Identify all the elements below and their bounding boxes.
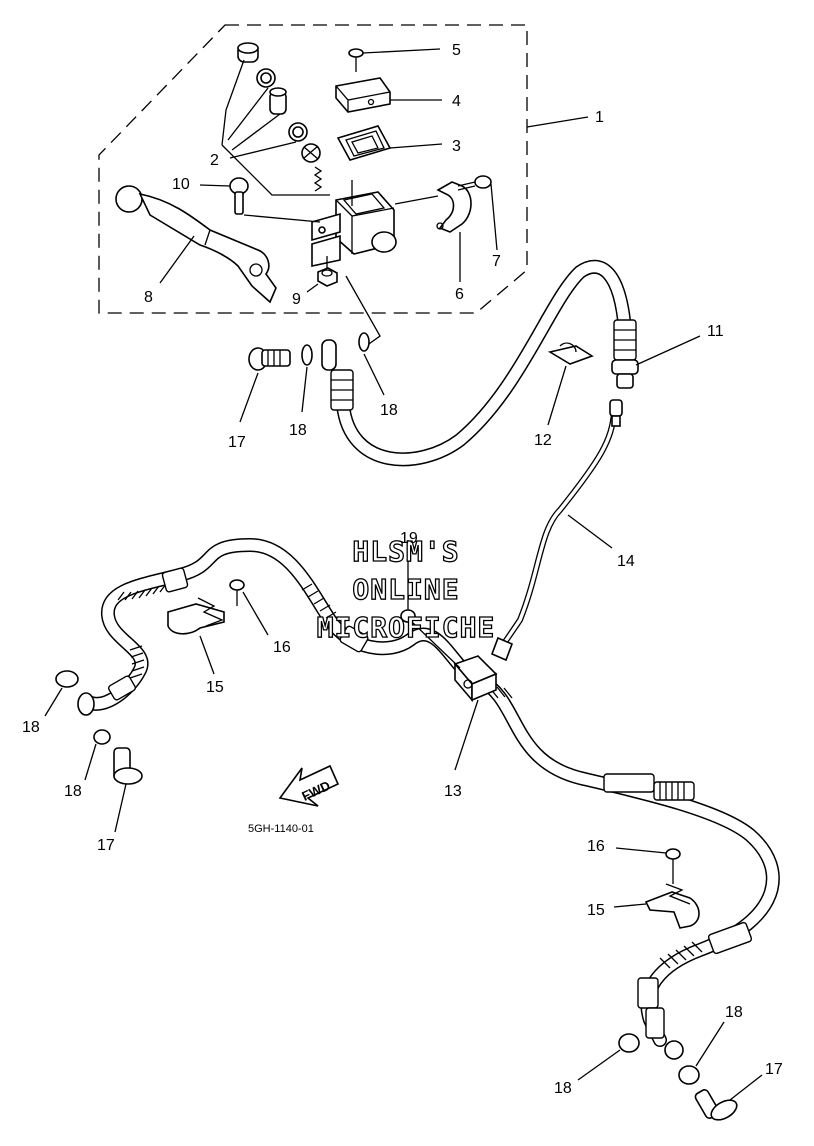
hose-clamp-right bbox=[613, 883, 700, 929]
callout-15-right: 15 bbox=[587, 902, 605, 919]
brake-lever bbox=[115, 185, 277, 304]
three-way-joint bbox=[453, 655, 498, 771]
callout-11: 11 bbox=[707, 323, 724, 340]
callout-18-upper-a: 18 bbox=[289, 422, 307, 439]
callout-8: 8 bbox=[144, 289, 153, 306]
callout-18-left-b: 18 bbox=[64, 783, 82, 800]
callout-7: 7 bbox=[492, 253, 501, 270]
callout-13: 13 bbox=[444, 783, 462, 800]
assembly-boundary bbox=[98, 24, 528, 314]
callout-18-right-b: 18 bbox=[725, 1004, 743, 1021]
callout-15-left: 15 bbox=[206, 679, 224, 696]
joint-bolt bbox=[400, 540, 461, 669]
callout-5: 5 bbox=[452, 42, 461, 59]
forward-arrow: FWD bbox=[278, 764, 340, 807]
callout-17-right: 17 bbox=[765, 1061, 783, 1078]
callout-2: 2 bbox=[210, 152, 219, 169]
handlebar-holder bbox=[394, 181, 472, 282]
callout-17-upper: 17 bbox=[228, 434, 246, 451]
clamp-bolt-right bbox=[615, 847, 681, 884]
callout-17-left: 17 bbox=[97, 837, 115, 854]
holder-bolt bbox=[457, 175, 498, 251]
callout-16-right: 16 bbox=[587, 838, 605, 855]
hose-sleeves bbox=[108, 567, 753, 1039]
callout-9: 9 bbox=[292, 291, 301, 308]
callout-12: 12 bbox=[534, 432, 552, 449]
upper-hose-fitting bbox=[321, 319, 639, 411]
watermark: HLSM'S ONLINE MICROFICHE bbox=[316, 534, 496, 644]
callout-1: 1 bbox=[595, 109, 604, 126]
washer bbox=[301, 344, 313, 366]
callout-3: 3 bbox=[452, 138, 461, 155]
pipe-fitting-top bbox=[609, 399, 623, 427]
callout-10: 10 bbox=[172, 176, 190, 193]
diagram-code: 5GH-1140-01 bbox=[248, 823, 314, 835]
callout-14: 14 bbox=[617, 553, 635, 570]
washer bbox=[358, 332, 370, 352]
watermark-line-2: ONLINE bbox=[352, 573, 459, 606]
lever-nut bbox=[306, 256, 338, 293]
hose-clip bbox=[547, 342, 594, 426]
watermark-line-1: HLSM'S bbox=[352, 535, 459, 568]
piston-kit bbox=[221, 42, 330, 196]
banjo-left bbox=[44, 670, 143, 833]
screw bbox=[348, 48, 441, 72]
callout-4: 4 bbox=[452, 93, 461, 110]
callout-16-left: 16 bbox=[273, 639, 291, 656]
master-cylinder-body bbox=[311, 180, 397, 267]
callout-18-left-a: 18 bbox=[22, 719, 40, 736]
pipe-fitting-bottom bbox=[490, 636, 514, 662]
hose-clamp-left bbox=[167, 597, 225, 675]
watermark-line-3: MICROFICHE bbox=[317, 611, 496, 644]
reservoir-cap bbox=[335, 77, 442, 113]
callout-18-right-a: 18 bbox=[554, 1080, 572, 1097]
callout-18-upper-b: 18 bbox=[380, 402, 398, 419]
diaphragm bbox=[336, 125, 443, 161]
banjo-right bbox=[577, 1021, 763, 1121]
callout-6: 6 bbox=[455, 286, 464, 303]
pivot-bolt bbox=[199, 177, 321, 223]
banjo-bolt-upper bbox=[239, 347, 291, 423]
clamp-bolt-left bbox=[229, 579, 269, 636]
callout-19: 19 bbox=[400, 530, 418, 547]
